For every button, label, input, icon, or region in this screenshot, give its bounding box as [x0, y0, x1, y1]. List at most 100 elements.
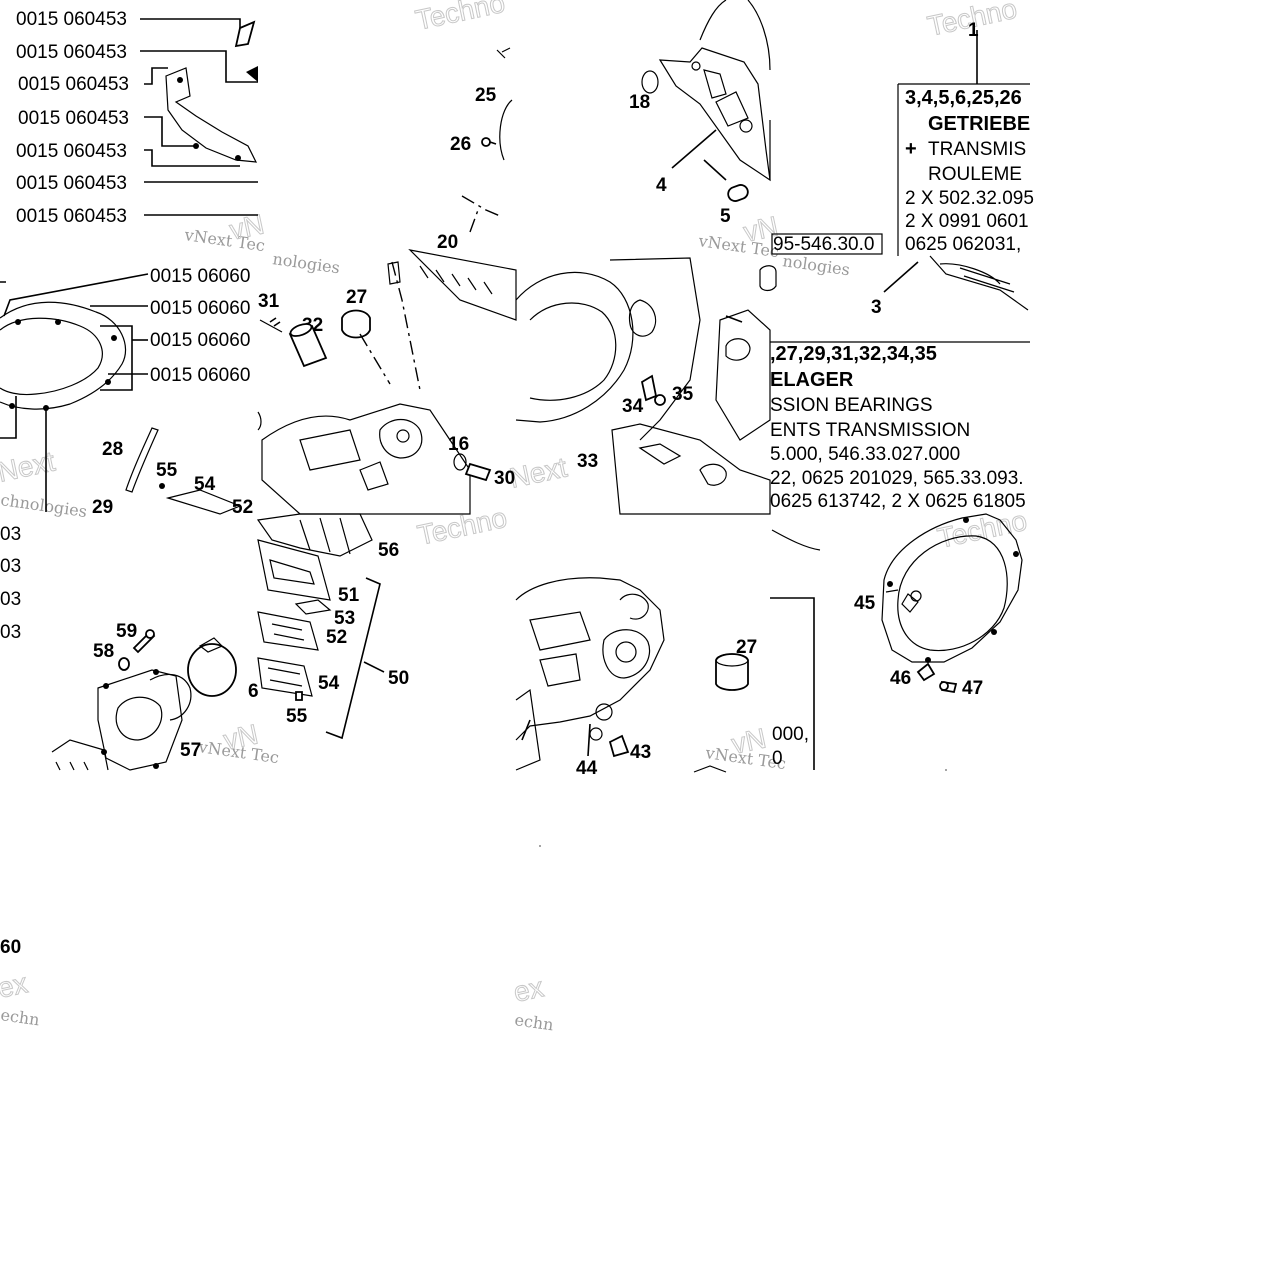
- gasket-shape: [165, 67, 258, 163]
- part-label: 34: [622, 396, 644, 417]
- watermark-vn-3: vN: [221, 718, 261, 755]
- part-label: 27: [346, 287, 367, 308]
- part-label: 6: [248, 681, 259, 702]
- part-label: 26: [450, 134, 471, 155]
- part-label: 3: [871, 297, 882, 318]
- watermark-techn-2: echn: [513, 1010, 554, 1034]
- bearing-kit-title-de: GETRIEBE: [928, 113, 1030, 135]
- part-label: 25: [475, 85, 497, 106]
- part-label: 55: [286, 706, 308, 727]
- watermark-vn-2: vN: [741, 210, 781, 247]
- ignition-cover-tile: 45 46 47: [771, 513, 1023, 699]
- part-label: 5: [720, 206, 731, 227]
- part-code: 0015 060453: [16, 9, 127, 30]
- part-code: 0015 060453: [16, 42, 127, 63]
- speck: [539, 845, 541, 847]
- part-code: 0015 060453: [18, 108, 129, 129]
- bearing-kit-plus: +: [905, 138, 917, 160]
- part-code: 03: [0, 556, 21, 577]
- watermark-techno-3: Techno: [415, 502, 510, 551]
- clutch-cover-tile: 18 4 5 95-546.30.0: [629, 0, 883, 255]
- part-label: 47: [962, 678, 983, 699]
- part-label: 57: [180, 740, 201, 761]
- part-code: 03: [0, 589, 21, 610]
- part-label: 50: [388, 668, 409, 689]
- watermark-next-2: Next: [507, 452, 570, 494]
- part-label: 55: [156, 460, 178, 481]
- bearing-kit-box: 1 3,4,5,6,25,26 GETRIEBE + TRANSMIS ROUL…: [897, 20, 1034, 256]
- bearing-kit-title-fr: ROULEME: [928, 164, 1022, 185]
- part-label: 28: [102, 439, 123, 460]
- intake-flange-tile: 59 58 57 6 60: [0, 621, 259, 958]
- bearing-kit-box-continued: 3 ,27,29,31,32,34,35 ELAGER SSION BEARIN…: [770, 255, 1030, 512]
- gasket-code-list: 0015 060453 0015 060453 0015 060453 0015…: [16, 9, 129, 227]
- part-label: 56: [378, 540, 399, 561]
- watermark-ex-1: ex: [0, 967, 30, 1003]
- watermark-next-1: Next: [0, 446, 58, 488]
- bearing-kit-line: 2 X 0991 0601: [905, 211, 1029, 232]
- bearing-fragment: 000,: [772, 724, 809, 745]
- part-label: 20: [437, 232, 458, 253]
- watermark-techno-1: Techno: [413, 0, 508, 36]
- part-label: 59: [116, 621, 137, 642]
- crankcase-left-half-tile: 34 35 33: [515, 257, 777, 515]
- cylinder-gasket-tile: 0015 06060 0015 06060 0015 06060 0015 06…: [0, 266, 253, 518]
- part-label: 60: [0, 937, 21, 958]
- part-label: 4: [656, 175, 667, 196]
- bearing-kit-title-en: TRANSMIS: [928, 139, 1026, 160]
- bearing-kit-title-en-cont: SSION BEARINGS: [770, 395, 933, 416]
- bearing-fragment: 0: [772, 748, 783, 769]
- reference-number: 95-546.30.0: [773, 234, 874, 255]
- bearing-kit-parts: 3,4,5,6,25,26: [905, 87, 1022, 109]
- part-code: 0015 06060: [150, 365, 250, 386]
- part-label: 58: [93, 641, 114, 662]
- crankcase-half-tile: 25 26 20: [437, 47, 513, 253]
- reed-valve-tile: 56 51 53 52 54 55 50: [256, 513, 409, 740]
- part-label: 52: [232, 497, 253, 518]
- bearing-kit-title-fr-cont: ENTS TRANSMISSION: [770, 420, 970, 441]
- part-label: 52: [326, 627, 347, 648]
- crankcase-lower-tile: 44 43 27 000, 0: [515, 577, 815, 779]
- part-label: 29: [92, 497, 113, 518]
- part-label: 53: [334, 608, 355, 629]
- speck: [945, 769, 947, 771]
- part-code: 0015 060453: [16, 206, 127, 227]
- part-label: 30: [494, 468, 515, 489]
- watermark-techno-4: Techno: [935, 505, 1030, 554]
- part-label: 33: [577, 451, 598, 472]
- part-label: 44: [576, 758, 598, 779]
- bearing-kit-parts-cont: ,27,29,31,32,34,35: [770, 343, 937, 365]
- part-label: 51: [338, 585, 360, 606]
- bearing-kit-line-cont: 22, 0625 201029, 565.33.093.: [770, 468, 1024, 489]
- part-label: 27: [736, 637, 757, 658]
- part-label: 45: [854, 593, 876, 614]
- part-code: 03: [0, 622, 21, 643]
- part-label: 16: [448, 434, 469, 455]
- part-label: 46: [890, 668, 911, 689]
- part-code: 03: [0, 524, 21, 545]
- bearing-kit-line-cont: 5.000, 546.33.027.000: [770, 444, 960, 465]
- bearing-kit-line: 0625 062031,: [905, 234, 1021, 255]
- part-code: 0015 060453: [18, 74, 129, 95]
- part-code: 0015 06060: [150, 298, 250, 319]
- ref-box: [771, 233, 883, 255]
- bearing-kit-title-de-cont: ELAGER: [770, 369, 854, 391]
- part-label: 35: [672, 384, 694, 405]
- part-code: 0015 06060: [150, 330, 250, 351]
- watermark-layer: Techno Techno Techno Techno vNext Tec vN…: [0, 0, 1030, 1034]
- crankcase-right-half-tile: 31 32 27 16 30: [257, 249, 517, 515]
- part-label: 18: [629, 92, 650, 113]
- bearing-kit-line: 2 X 502.32.095: [905, 188, 1034, 209]
- watermark-technologies-1: chnologies: [0, 490, 88, 521]
- part-code: 0015 060453: [16, 173, 127, 194]
- watermark-nologies-1: nologies: [781, 251, 851, 279]
- watermark-nologies-2: nologies: [271, 249, 341, 277]
- part-label: 54: [318, 673, 340, 694]
- clipped-code-list: 03 03 03 03: [0, 524, 21, 643]
- watermark-vn-4: vN: [729, 722, 769, 759]
- part-label: 31: [258, 291, 280, 312]
- part-label: 43: [630, 742, 651, 763]
- bearing-kit-line-cont: 0625 613742, 2 X 0625 61805: [770, 491, 1026, 512]
